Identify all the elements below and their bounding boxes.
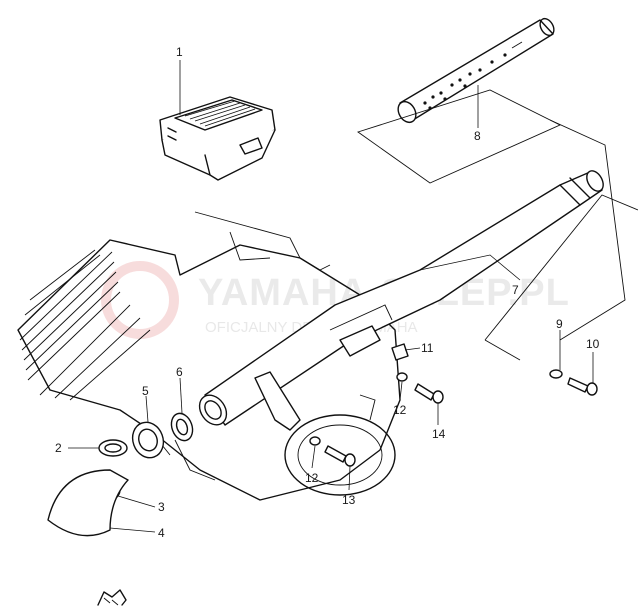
part-10-bolt bbox=[567, 377, 598, 396]
reference-box-7 bbox=[484, 194, 638, 361]
part-5-joint-collar bbox=[131, 421, 165, 459]
callout-labels: 1 2 3 4 5 6 7 8 9 10 11 12 12 13 14 bbox=[55, 45, 600, 540]
callout-9: 9 bbox=[556, 317, 563, 331]
reference-line-7b bbox=[549, 119, 626, 341]
emblem-icon bbox=[97, 589, 127, 606]
callout-1: 1 bbox=[176, 45, 183, 59]
callout-10: 10 bbox=[586, 337, 600, 351]
part-6-clamp bbox=[170, 412, 194, 442]
callout-11: 11 bbox=[421, 341, 434, 355]
part-13-bolt bbox=[324, 445, 356, 467]
callout-4: 4 bbox=[158, 526, 165, 540]
callout-2: 2 bbox=[55, 441, 62, 455]
callout-5: 5 bbox=[142, 384, 149, 398]
callout-12-upper: 12 bbox=[393, 403, 407, 417]
callout-8: 8 bbox=[474, 129, 481, 143]
watermark-logo bbox=[101, 261, 179, 339]
part-2-gasket bbox=[98, 439, 128, 457]
part-9-nut bbox=[549, 369, 563, 379]
callout-12-lower: 12 bbox=[305, 471, 319, 485]
callout-6: 6 bbox=[176, 365, 183, 379]
part-11-nut bbox=[391, 343, 409, 361]
callout-14: 14 bbox=[432, 427, 446, 441]
leader-lines bbox=[68, 60, 594, 533]
part-1-air-filter-box bbox=[159, 96, 276, 181]
callout-7: 7 bbox=[512, 283, 519, 297]
part-4-cover bbox=[47, 469, 129, 537]
callout-13: 13 bbox=[342, 493, 356, 507]
part-14-bolt bbox=[414, 383, 444, 404]
part-12-washer-lower bbox=[309, 436, 321, 446]
part-7-exhaust-muffler bbox=[198, 170, 604, 431]
part-8-baffle-tube bbox=[397, 17, 555, 124]
callout-3: 3 bbox=[158, 500, 165, 514]
part-12-washer-upper bbox=[396, 372, 408, 382]
reference-box-8 bbox=[357, 89, 562, 184]
